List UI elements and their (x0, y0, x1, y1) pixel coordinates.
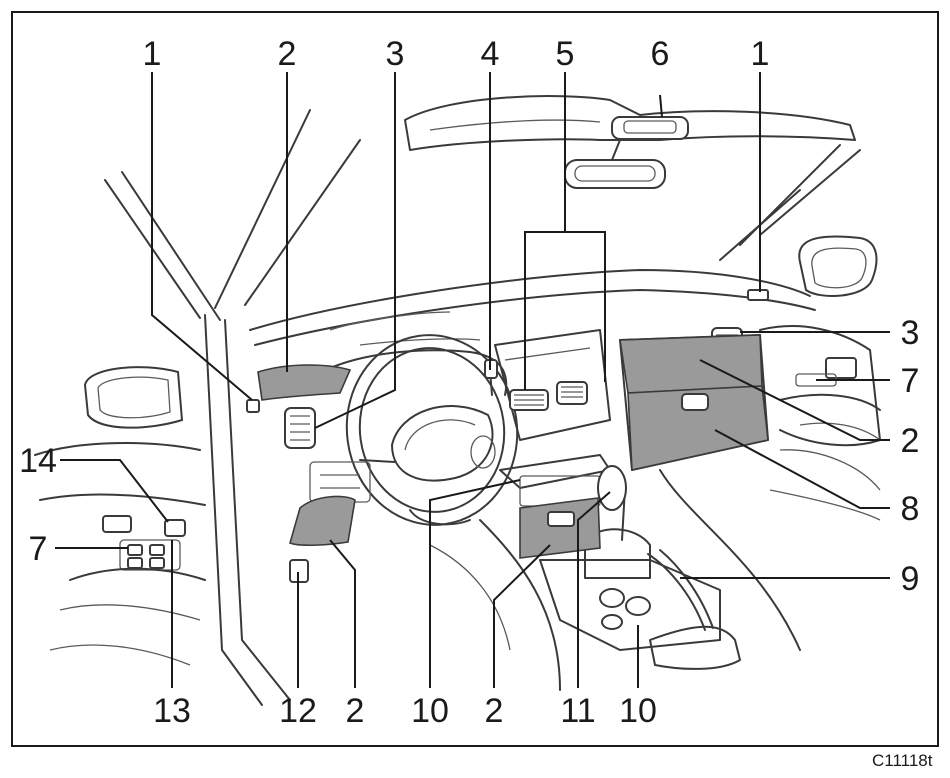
callout-14: 14 (19, 442, 57, 480)
callout-9: 9 (901, 560, 920, 598)
shaded-compartments (258, 335, 768, 558)
callout-10-bottom-a: 10 (411, 692, 449, 730)
leader-lines (55, 72, 890, 688)
figure-code: C11118t (872, 751, 933, 770)
callout-3-top: 3 (386, 35, 405, 73)
callout-12: 12 (279, 692, 317, 730)
callout-2-bottom-b: 2 (485, 692, 504, 730)
callout-3-right: 3 (901, 314, 920, 352)
center-lower-compartment (520, 498, 600, 558)
lower-left-compartment (290, 496, 355, 545)
callout-8: 8 (901, 490, 920, 528)
callout-2-right: 2 (901, 422, 920, 460)
callout-1-left: 1 (143, 35, 162, 73)
upper-left-compartment (258, 365, 350, 400)
upper-right-compartment (620, 335, 762, 393)
callout-4: 4 (481, 35, 500, 73)
callout-1-right: 1 (751, 35, 770, 73)
callout-13: 13 (153, 692, 191, 730)
callout-2-top: 2 (278, 35, 297, 73)
callout-2-bottom-a: 2 (346, 692, 365, 730)
callout-10-bottom-b: 10 (619, 692, 657, 730)
callout-11: 11 (560, 692, 595, 730)
callout-6: 6 (651, 35, 670, 73)
callout-5: 5 (556, 35, 575, 73)
callout-7-right: 7 (901, 362, 920, 400)
callout-7-left: 7 (29, 530, 48, 568)
